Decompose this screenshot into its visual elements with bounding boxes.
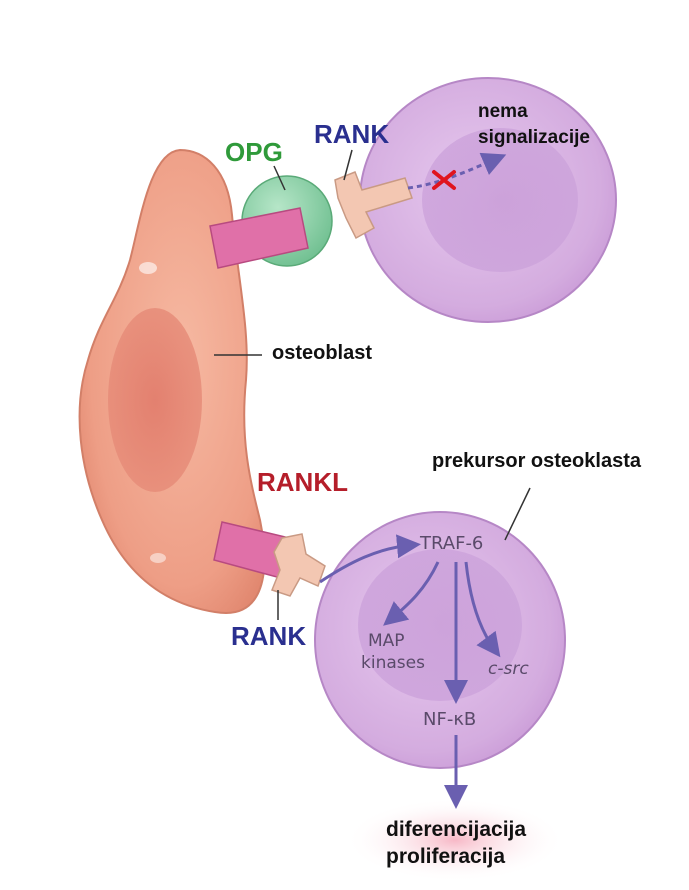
- c-src-label: c-src: [488, 660, 529, 680]
- opg-label: OPG: [225, 138, 283, 167]
- nema-signalizacije-line2: signalizacije: [478, 128, 590, 149]
- nfkb-label: NF-κB: [423, 710, 476, 731]
- map-kinases-line1: MAP: [368, 632, 405, 652]
- proliferacija-label: proliferacija: [386, 845, 505, 868]
- prekursor-label: prekursor osteoklasta: [432, 450, 641, 472]
- osteoblast-label: osteoblast: [272, 342, 372, 364]
- rankl-label: RANKL: [257, 468, 348, 497]
- rank-receptor-bottom: [272, 534, 325, 596]
- nema-signalizacije-line1: nema: [478, 102, 528, 123]
- rank-label-bottom: RANK: [231, 622, 306, 651]
- diferencijacija-label: diferencijacija: [386, 818, 526, 841]
- traf6-label: TRAF-6: [420, 534, 483, 555]
- map-kinases-line2: kinases: [361, 654, 425, 674]
- rank-label-top: RANK: [314, 120, 389, 149]
- osteoblast-nucleus: [108, 308, 202, 492]
